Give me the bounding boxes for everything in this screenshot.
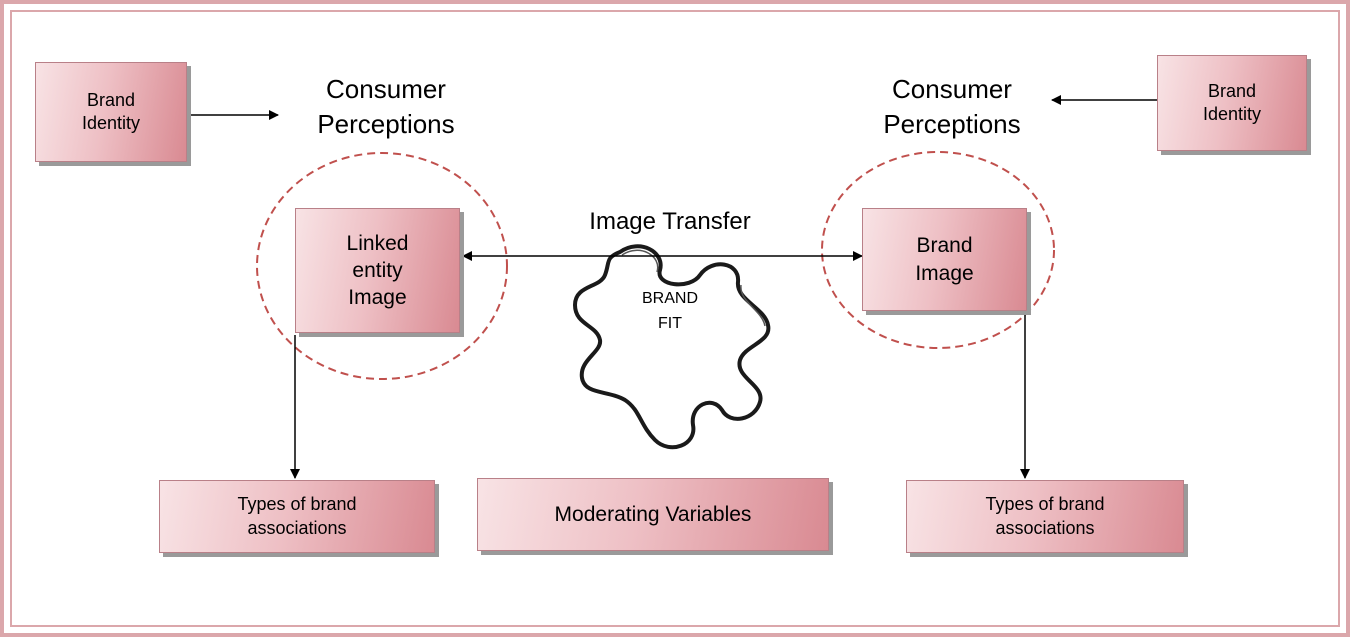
linked-entity-image-box: Linked entity Image xyxy=(295,208,460,333)
brand-image-box: Brand Image xyxy=(862,208,1027,311)
right-associations-box: Types of brand associations xyxy=(906,480,1184,553)
linked-entity-image-label: Linked entity Image xyxy=(346,231,409,310)
right-perception-circle xyxy=(821,151,1055,349)
brand-fit-label: BRAND FIT xyxy=(641,290,698,332)
inner-border xyxy=(10,10,1340,627)
left-perception-circle xyxy=(256,152,508,380)
right-brand-identity-box: Brand Identity xyxy=(1157,55,1307,151)
right-associations-label: Types of brand associations xyxy=(985,494,1105,538)
moderating-variables-label: Moderating Variables xyxy=(554,502,752,526)
moderating-variables-box: Moderating Variables xyxy=(477,478,829,551)
image-transfer-label: Image Transfer xyxy=(589,208,751,235)
right-brand-identity-label: Brand Identity xyxy=(1202,80,1262,124)
left-associations-label: Types of brand associations xyxy=(237,494,357,538)
brand-image-label: Brand Image xyxy=(915,234,974,285)
left-brand-identity-label: Brand Identity xyxy=(81,89,141,133)
puzzle-piece-icon xyxy=(573,244,771,450)
left-associations-box: Types of brand associations xyxy=(159,480,435,553)
right-consumer-perceptions: Consumer Perceptions xyxy=(883,74,1021,140)
left-consumer-perceptions: Consumer Perceptions xyxy=(317,74,455,140)
left-brand-identity-box: Brand Identity xyxy=(35,62,187,162)
